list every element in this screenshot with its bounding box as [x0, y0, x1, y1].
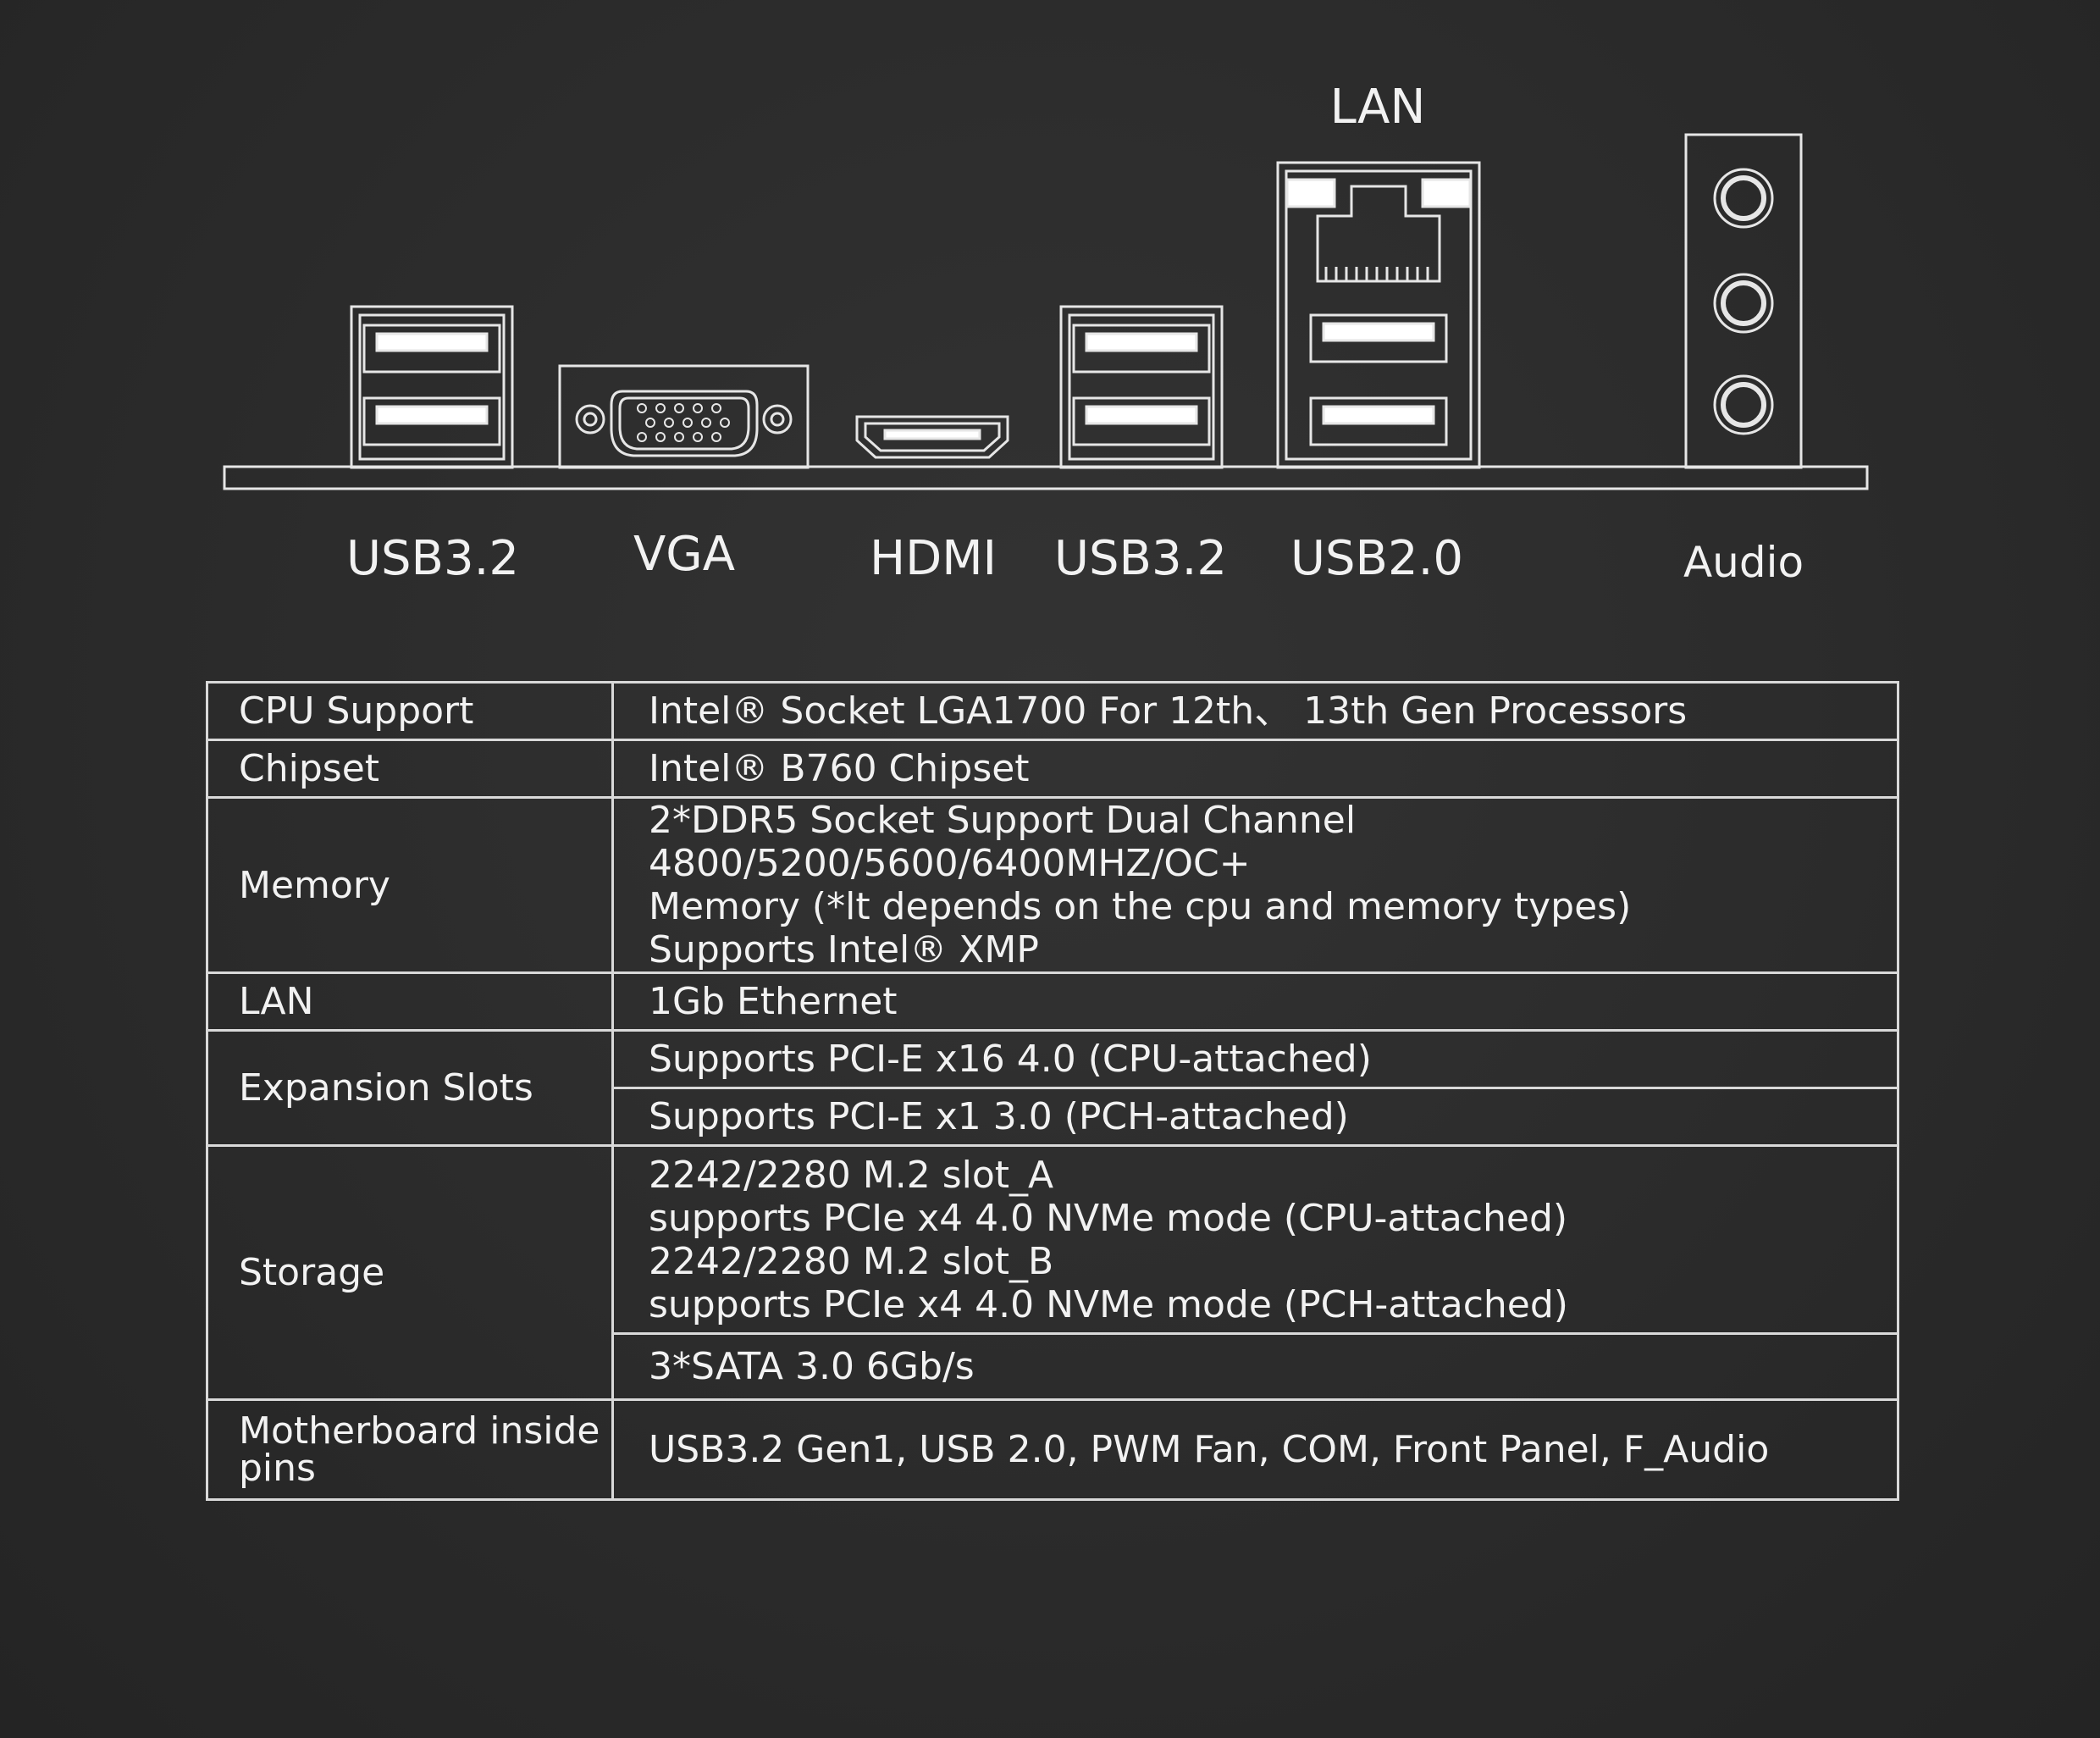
- spec-value-line: 2242/2280 M.2 slot_A: [649, 1153, 1054, 1197]
- spec-key: LAN: [206, 971, 614, 1032]
- spec-value: 3*SATA 3.0 6Gb/s: [611, 1332, 1899, 1401]
- spec-row-expansion-2: Supports PCI-E x1 3.0 (PCH-attached): [207, 1087, 1899, 1147]
- spec-key: Expansion Slots: [206, 1029, 614, 1147]
- spec-key: Chipset: [206, 739, 614, 799]
- port-label-audio: Audio: [1683, 538, 1804, 587]
- io-shield-plate: [223, 465, 1869, 490]
- spec-row-chipset: Chipset Intel® B760 Chipset: [206, 739, 1899, 799]
- io-panel-diagram: LAN USB3.2 VGA HDMI USB3.2 USB2.0 Audio: [0, 0, 2100, 644]
- spec-value-line: 2*DDR5 Socket Support Dual Channel 4800/…: [649, 799, 1357, 885]
- spec-value: 1Gb Ethernet: [611, 971, 1899, 1032]
- port-label-usb32-right: USB3.2: [1053, 531, 1228, 586]
- vga-port-icon: [558, 364, 810, 469]
- spec-value-line: Supports Intel® XMP: [649, 928, 1039, 971]
- port-label-usb20: USB2.0: [1290, 531, 1464, 586]
- lan-label: LAN: [1329, 80, 1426, 135]
- spec-row-cpu: CPU Support Intel® Socket LGA1700 For 12…: [206, 681, 1899, 741]
- spec-value-line: Memory (*lt depends on the cpu and memor…: [649, 885, 1632, 928]
- lan-usb20-port-icon: [1276, 161, 1481, 469]
- io-panel-illustration: [223, 133, 1869, 490]
- spec-row-storage: Storage 2242/2280 M.2 slot_A supports PC…: [206, 1144, 1899, 1401]
- spec-value: Supports PCI-E x16 4.0 (CPU-attached): [611, 1029, 1899, 1089]
- spec-row-lan: LAN 1Gb Ethernet: [206, 971, 1899, 1032]
- usb32-right-port-icon: [1059, 305, 1224, 469]
- spec-key: Memory: [206, 796, 614, 974]
- spec-value: USB3.2 Gen1, USB 2.0, PWM Fan, COM, Fron…: [611, 1398, 1899, 1501]
- spec-value-line: supports PCIe x4 4.0 NVMe mode (PCH-atta…: [649, 1282, 1568, 1326]
- spec-row-storage-sata: 3*SATA 3.0 6Gb/s: [207, 1332, 1899, 1401]
- spec-key: CPU Support: [206, 681, 614, 741]
- spec-table: CPU Support Intel® Socket LGA1700 For 12…: [206, 681, 1899, 1501]
- port-label-usb32-left: USB3.2: [345, 531, 520, 586]
- spec-row-expansion: Expansion Slots Supports PCI-E x16 4.0 (…: [206, 1029, 1899, 1147]
- spec-value-line: supports PCIe x4 4.0 NVMe mode (CPU-atta…: [649, 1196, 1568, 1240]
- spec-value-line: 2242/2280 M.2 slot_B: [649, 1239, 1054, 1283]
- hdmi-port-icon: [855, 415, 1009, 459]
- usb32-left-port-icon: [350, 305, 514, 469]
- spec-row-pins: Motherboard inside pins USB3.2 Gen1, USB…: [206, 1398, 1899, 1501]
- spec-value: 2*DDR5 Socket Support Dual Channel 4800/…: [611, 796, 1899, 974]
- spec-value: Intel® B760 Chipset: [611, 739, 1899, 799]
- audio-jack-icon: [1684, 133, 1803, 469]
- spec-row-memory: Memory 2*DDR5 Socket Support Dual Channe…: [206, 796, 1899, 974]
- spec-key: Storage: [206, 1144, 614, 1401]
- spec-value: 2242/2280 M.2 slot_A supports PCIe x4 4.…: [611, 1144, 1899, 1335]
- spec-value: Supports PCI-E x1 3.0 (PCH-attached): [611, 1087, 1899, 1147]
- port-label-hdmi: HDMI: [869, 531, 998, 586]
- port-label-vga: VGA: [633, 527, 736, 582]
- spec-value: Intel® Socket LGA1700 For 12th、 13th Gen…: [611, 681, 1899, 741]
- spec-key: Motherboard inside pins: [206, 1398, 614, 1501]
